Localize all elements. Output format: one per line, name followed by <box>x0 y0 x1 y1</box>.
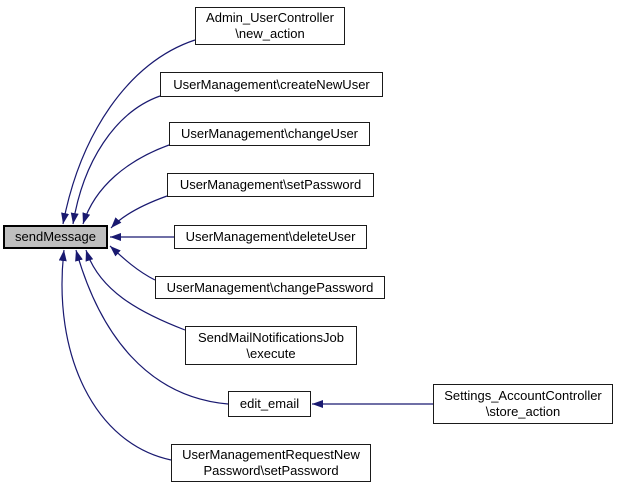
node-change-password[interactable]: UserManagement\changePassword <box>155 276 385 299</box>
node-label-line: \execute <box>246 345 296 361</box>
node-sendmessage: sendMessage <box>3 225 108 249</box>
node-label-line: UserManagement\changeUser <box>180 126 359 141</box>
node-edit-email[interactable]: edit_email <box>228 391 311 417</box>
edge-request-set-password-to-sendmessage <box>58 249 172 461</box>
node-label-line: UserManagement\deleteUser <box>185 229 356 244</box>
node-set-password[interactable]: UserManagement\setPassword <box>167 173 374 197</box>
node-label-line: UserManagement\createNewUser <box>173 76 370 92</box>
edge-admin-new-action-to-sendmessage <box>61 39 196 225</box>
node-settings-store-action[interactable]: Settings_AccountController \store_action <box>433 384 613 424</box>
edge-change-password-to-sendmessage <box>109 245 156 281</box>
node-create-new-user[interactable]: UserManagement\createNewUser <box>160 72 383 97</box>
node-label-line: \store_action <box>485 404 561 419</box>
node-label-line: UserManagement\setPassword <box>179 177 362 192</box>
node-label-line: Admin_UserController <box>206 10 334 25</box>
edge-sendmail-execute-to-sendmessage <box>85 249 186 331</box>
node-label-line: \new_action <box>235 26 305 41</box>
node-label-line: SendMailNotificationsJob <box>198 329 344 345</box>
node-label-line: UserManagement\changePassword <box>166 279 374 295</box>
node-label-line: Settings_AccountController <box>444 388 602 403</box>
edge-set-password-to-sendmessage <box>110 195 168 229</box>
node-admin-new-action[interactable]: Admin_UserController \new_action <box>195 7 345 45</box>
node-change-user[interactable]: UserManagement\changeUser <box>169 122 370 146</box>
node-label-line: UserManagementRequestNew <box>182 447 360 462</box>
node-label-line: edit_email <box>239 396 300 411</box>
edge-edit-email-to-sendmessage <box>75 249 229 405</box>
node-sendmail-execute[interactable]: SendMailNotificationsJob \execute <box>185 326 357 365</box>
node-delete-user[interactable]: UserManagement\deleteUser <box>174 225 367 249</box>
node-label-line: Password\setPassword <box>203 463 339 478</box>
edge-create-new-user-to-sendmessage <box>70 95 161 225</box>
node-label-line: sendMessage <box>15 229 96 244</box>
edge-change-user-to-sendmessage <box>82 144 170 225</box>
node-request-set-password[interactable]: UserManagementRequestNew Password\setPas… <box>171 444 371 482</box>
